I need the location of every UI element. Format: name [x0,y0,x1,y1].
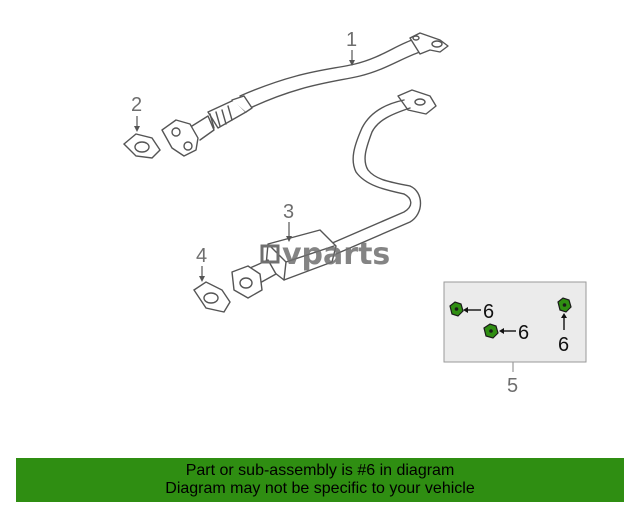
part-2-gasket[interactable] [122,133,161,159]
callout-2: 2 [131,94,142,116]
nut-icon[interactable] [557,297,572,313]
callout-3: 3 [283,201,294,223]
part-4-gasket[interactable] [193,281,231,313]
callout-6b-arrow [499,328,504,334]
callout-2-arrow [134,126,140,132]
part-1-front-pipe[interactable] [161,32,449,157]
callout-3-arrow [286,236,292,242]
banner-line-1: Part or sub-assembly is #6 in diagram [185,462,455,479]
nut-icon[interactable] [449,301,464,317]
part-3-rear-pipe-converter[interactable] [231,89,437,299]
callout-4: 4 [196,245,207,267]
callout-5: 5 [507,375,518,397]
callout-6c-arrow [561,313,567,318]
callout-6a: 6 [483,301,494,323]
callout-1: 1 [346,29,357,51]
callout-4-arrow [199,276,205,282]
callout-6b: 6 [518,322,529,344]
nut-icon[interactable] [483,323,499,339]
callout-6a-arrow [463,307,468,313]
vparts-watermark: vparts [260,237,390,272]
watermark-text: vparts [282,237,390,272]
hardware-inset-box [443,281,587,363]
callout-6c: 6 [558,334,569,356]
banner-line-2: Diagram may not be specific to your vehi… [165,480,475,497]
callout-1-arrow [349,60,355,66]
part-info-banner: Part or sub-assembly is #6 in diagram Di… [16,458,624,502]
